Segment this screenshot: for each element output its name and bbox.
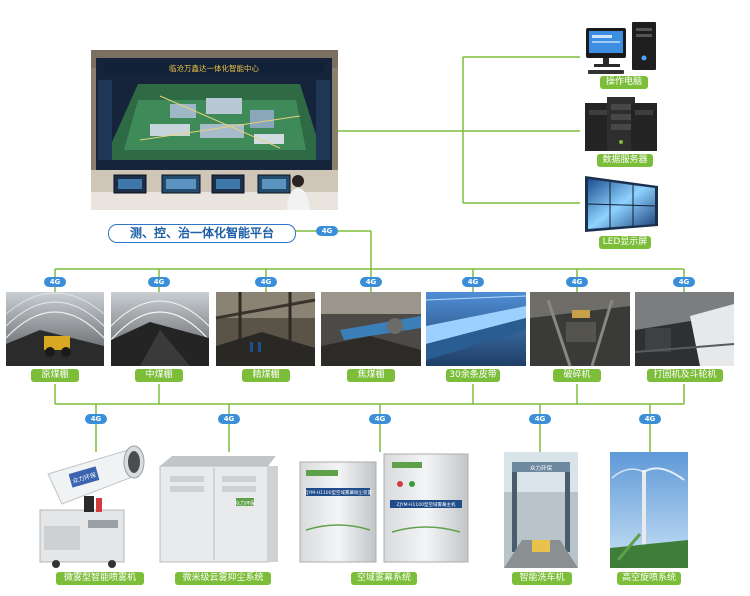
site-photo-crusher — [530, 292, 630, 367]
site-label-compactor-and-bucket-wheel: 打固机及斗轮机 — [647, 369, 723, 382]
signal-badge-icon: 4G — [44, 277, 66, 287]
control-room-photo: 临沧万鑫达一体化智能中心 — [91, 50, 338, 210]
signal-badge-icon: 4G — [148, 277, 170, 287]
airspace-fog-curtain-system-image: ZJYM-H1100型空域雾幕除尘装置 ZJYM-H1100型空域雾幕主机 — [299, 453, 469, 563]
equipment-label-micron-cloud-dust-system: 微米级云雾抑尘系统 — [175, 572, 271, 585]
high-altitude-spray-system-image — [610, 452, 688, 568]
signal-badge-icon: 4G — [316, 226, 338, 236]
site-photo-coking-coal-shed — [321, 292, 421, 366]
equipment-label-smart-car-washer: 智能洗车机 — [512, 572, 572, 585]
site-photo-middling-coal-shed — [110, 292, 210, 366]
signal-badge-icon: 4G — [566, 277, 588, 287]
site-photo-compactor-and-bucket-wheel — [634, 292, 735, 366]
led-display-image — [585, 176, 658, 232]
equipment-label-airspace-fog-curtain: 空域雾幕系统 — [351, 572, 417, 585]
site-label-coking-coal-shed: 焦煤棚 — [347, 369, 395, 382]
signal-badge-icon: 4G — [218, 414, 240, 424]
fog-curtain-plate-2: ZJYM-H1100型空域雾幕主机 — [396, 501, 456, 508]
site-label-crusher: 破碎机 — [553, 369, 601, 382]
signal-badge-icon: 4G — [673, 277, 695, 287]
signal-badge-icon: 4G — [85, 414, 107, 424]
micron-system-brand: 众力环保 — [235, 500, 255, 507]
equipment-label-fog-cannon: 微雾型智能喷雾机 — [56, 572, 144, 585]
signal-badge-icon: 4G — [529, 414, 551, 424]
signal-badge-icon: 4G — [462, 277, 484, 287]
fog-cannon-image: 众力环保 — [39, 445, 145, 568]
signal-badge-icon: 4G — [255, 277, 277, 287]
control-room-banner: 临沧万鑫达一体化智能中心 — [169, 63, 259, 73]
car-washer-brand: 众力环保 — [530, 464, 553, 472]
server-image — [585, 97, 657, 151]
signal-badge-icon: 4G — [360, 277, 382, 287]
site-photo-clean-coal-shed — [215, 292, 316, 366]
equipment-label-high-altitude-spray: 高空旋喷系统 — [617, 572, 681, 585]
platform-title: 测、控、治一体化智能平台 — [108, 224, 296, 243]
site-label-raw-coal-shed: 原煤棚 — [31, 369, 79, 382]
site-photo-conveyor-belts — [425, 292, 527, 366]
signal-badge-icon: 4G — [369, 414, 391, 424]
device-label-led-display: LED显示屏 — [599, 236, 651, 249]
smart-car-washer-image: 众力环保 — [504, 452, 578, 568]
computer-image — [586, 22, 656, 74]
site-label-clean-coal-shed: 精煤棚 — [242, 369, 290, 382]
site-label-middling-coal-shed: 中煤棚 — [135, 369, 183, 382]
device-label-computer: 操作电脑 — [600, 76, 648, 89]
site-label-conveyor-belts: 30余条皮带 — [446, 369, 500, 382]
device-label-server: 数据服务器 — [597, 154, 653, 167]
micron-cloud-dust-system-image: 众力环保 — [159, 456, 278, 563]
site-photo-raw-coal-shed — [5, 292, 105, 366]
fog-curtain-plate-1: ZJYM-H1100型空域雾幕除尘装置 — [304, 489, 373, 496]
signal-badge-icon: 4G — [639, 414, 661, 424]
